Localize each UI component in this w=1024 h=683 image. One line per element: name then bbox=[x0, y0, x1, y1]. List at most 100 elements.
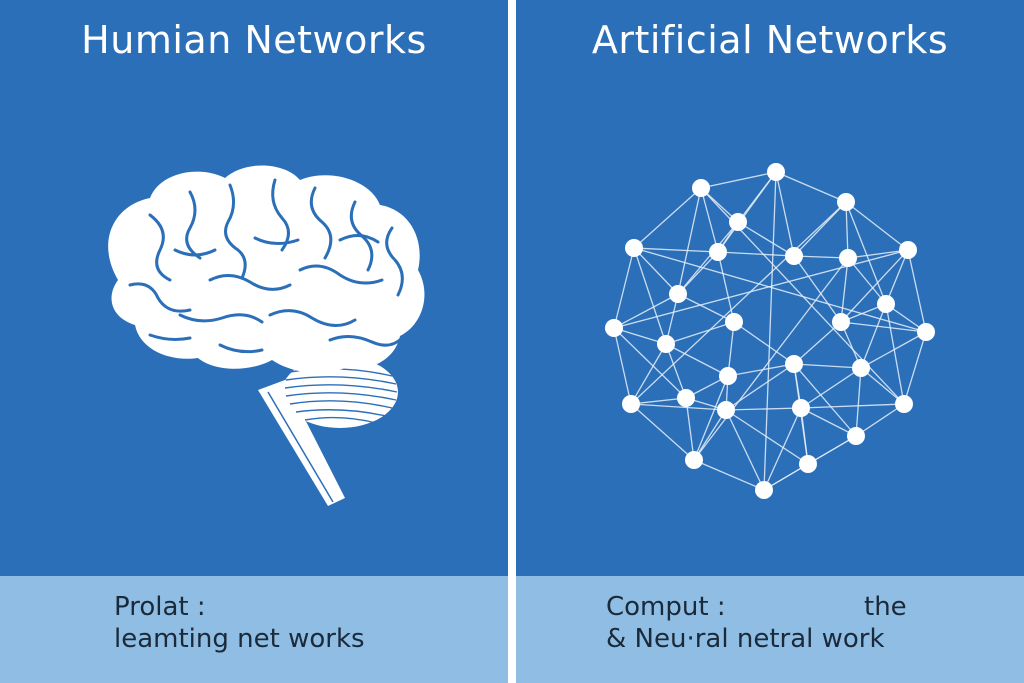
network-edge bbox=[630, 397, 687, 405]
network-edge bbox=[613, 247, 635, 329]
network-edge bbox=[727, 321, 735, 377]
network-node bbox=[852, 359, 870, 377]
network-node bbox=[877, 295, 895, 313]
network-edge bbox=[693, 409, 727, 461]
network-edge bbox=[845, 201, 887, 305]
network-edge bbox=[763, 407, 802, 491]
network-edge bbox=[775, 171, 795, 257]
caption-band-artificial: Comput : the & Neu·ral netral work bbox=[516, 576, 1024, 683]
network-edge bbox=[733, 321, 795, 365]
network-edge bbox=[630, 343, 667, 405]
network-edge bbox=[633, 187, 702, 249]
network-edge bbox=[633, 247, 679, 295]
neural-network-icon bbox=[605, 163, 935, 499]
network-edge bbox=[677, 293, 735, 323]
network-edge bbox=[793, 363, 857, 437]
network-edge bbox=[725, 363, 795, 411]
network-edge bbox=[727, 363, 795, 377]
network-node bbox=[792, 399, 810, 417]
network-edge bbox=[677, 221, 739, 295]
network-edge bbox=[847, 249, 909, 259]
network-edge bbox=[725, 407, 802, 411]
network-node bbox=[709, 243, 727, 261]
network-edge bbox=[700, 171, 777, 189]
network-edge bbox=[685, 397, 695, 461]
network-node bbox=[917, 323, 935, 341]
network-edge bbox=[717, 251, 735, 323]
panel-divider bbox=[508, 0, 516, 683]
network-edge bbox=[630, 201, 847, 405]
network-edge bbox=[800, 403, 905, 409]
artificial-networks-panel: Artificial Networks Comput : the & Neu·r… bbox=[516, 0, 1024, 683]
network-edge bbox=[845, 201, 849, 259]
network-node bbox=[767, 163, 785, 181]
caption-line-1a: Comput : bbox=[606, 592, 726, 622]
network-node bbox=[725, 313, 743, 331]
network-edge bbox=[845, 201, 909, 251]
network-node bbox=[625, 239, 643, 257]
network-edge bbox=[860, 331, 927, 369]
network-node bbox=[677, 389, 695, 407]
network-edge bbox=[665, 343, 687, 399]
network-node bbox=[799, 455, 817, 473]
network-node bbox=[669, 285, 687, 303]
network-edge bbox=[693, 375, 729, 461]
network-edge bbox=[633, 247, 719, 253]
network-edge bbox=[693, 257, 849, 461]
network-edge bbox=[613, 249, 909, 329]
network-edge bbox=[665, 343, 729, 377]
network-node bbox=[899, 241, 917, 259]
caption-line-1b: the bbox=[864, 592, 907, 622]
network-edge bbox=[633, 247, 667, 345]
network-edge bbox=[737, 221, 795, 257]
network-edge bbox=[700, 187, 719, 253]
network-edge bbox=[725, 409, 809, 465]
network-node bbox=[837, 193, 855, 211]
network-node bbox=[729, 213, 747, 231]
network-node bbox=[785, 247, 803, 265]
network-edge bbox=[903, 331, 927, 405]
network-edge bbox=[860, 303, 887, 369]
network-node bbox=[692, 179, 710, 197]
network-edge bbox=[613, 293, 679, 329]
network-edge bbox=[860, 367, 905, 405]
network-edge bbox=[840, 321, 927, 333]
network-node bbox=[847, 427, 865, 445]
network-edge bbox=[840, 249, 909, 323]
network-edge bbox=[763, 171, 777, 491]
network-edge bbox=[613, 327, 632, 405]
human-networks-panel: Humian Networks bbox=[0, 0, 508, 683]
network-node bbox=[657, 335, 675, 353]
network-edge bbox=[693, 459, 765, 491]
network-edge bbox=[717, 251, 795, 257]
network-edge bbox=[793, 363, 862, 369]
caption-line-1: Prolat : bbox=[114, 592, 206, 622]
network-edge bbox=[677, 251, 719, 295]
network-edge bbox=[855, 367, 862, 437]
network-edge bbox=[630, 403, 727, 411]
network-edge bbox=[677, 187, 702, 295]
network-node bbox=[622, 395, 640, 413]
network-edge bbox=[665, 321, 735, 345]
network-edge bbox=[613, 327, 687, 399]
panel-title-artificial: Artificial Networks bbox=[591, 18, 949, 62]
network-node bbox=[719, 367, 737, 385]
network-node bbox=[839, 249, 857, 267]
network-node bbox=[785, 355, 803, 373]
panel-title-human: Humian Networks bbox=[81, 18, 427, 62]
network-edge bbox=[633, 247, 927, 333]
network-edge bbox=[885, 303, 905, 405]
network-node bbox=[832, 313, 850, 331]
network-edge bbox=[793, 255, 849, 259]
network-edge bbox=[613, 327, 667, 345]
network-node bbox=[895, 395, 913, 413]
network-edge bbox=[725, 409, 765, 491]
network-node bbox=[755, 481, 773, 499]
network-edge bbox=[793, 321, 842, 365]
caption-line-2: & Neu·ral netral work bbox=[606, 624, 885, 654]
network-node bbox=[717, 401, 735, 419]
network-edge bbox=[847, 257, 887, 305]
network-node bbox=[685, 451, 703, 469]
network-node bbox=[605, 319, 623, 337]
